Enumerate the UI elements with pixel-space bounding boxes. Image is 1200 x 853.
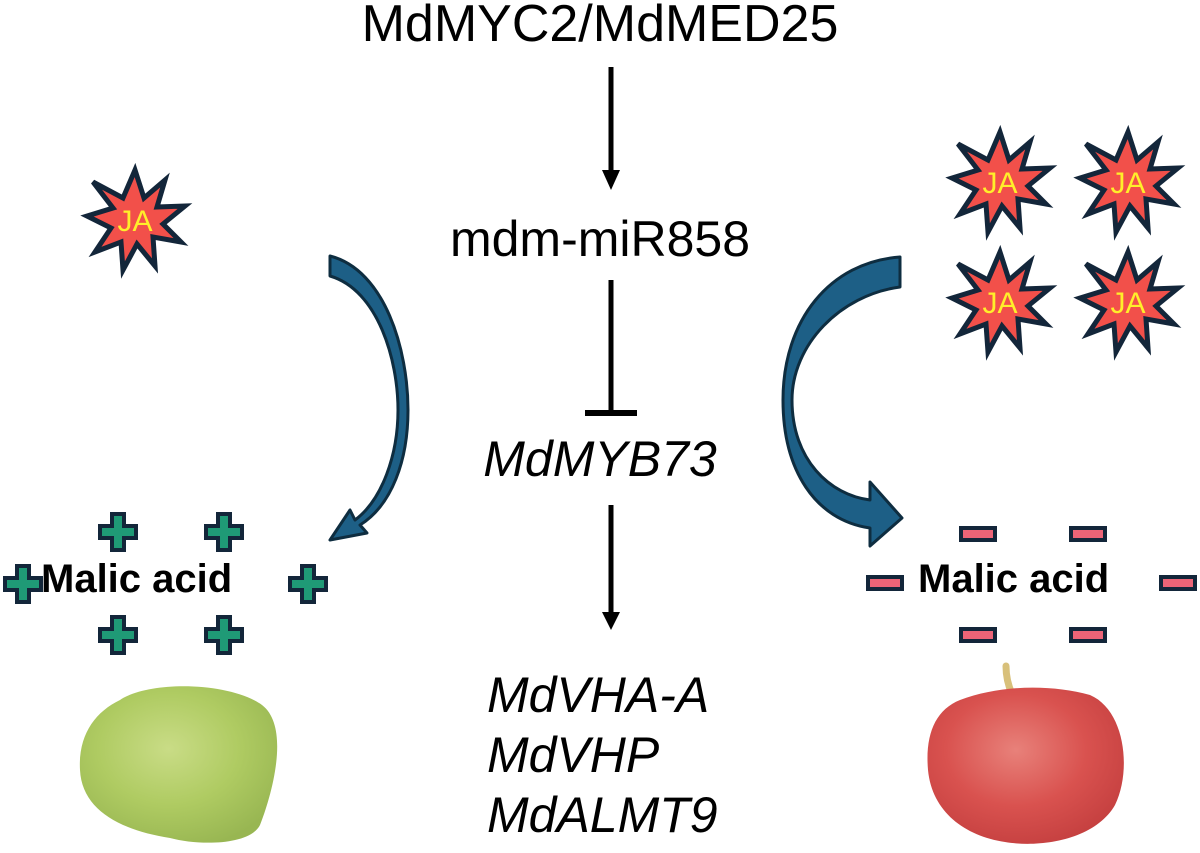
minus-icon xyxy=(1159,575,1197,591)
svg-text:JA: JA xyxy=(1110,167,1145,200)
gene-label: MdALMT9 xyxy=(487,787,718,843)
green-apple-image xyxy=(79,686,278,843)
svg-text:JA: JA xyxy=(982,167,1017,200)
minus-icon xyxy=(959,526,997,542)
curved-arrow-left-icon xyxy=(328,254,410,542)
ja-burst-icon: JA xyxy=(1080,252,1178,352)
malic-acid-increase-label: Malic acid xyxy=(41,557,233,601)
minus-icon xyxy=(959,627,997,643)
svg-text:JA: JA xyxy=(1110,287,1145,320)
minus-icon xyxy=(1069,526,1107,542)
plus-icon xyxy=(98,512,138,552)
minus-icon xyxy=(1069,627,1107,643)
plus-icon xyxy=(204,615,244,655)
gene-label: MdVHA-A xyxy=(487,667,710,723)
regulator-node: MdMYC2/MdMED25 xyxy=(361,0,839,53)
activation-arrow-bottom xyxy=(602,505,620,630)
mirna-node: mdm-miR858 xyxy=(449,211,751,267)
gene-label: MdVHP xyxy=(487,727,660,783)
plus-icon xyxy=(98,615,138,655)
svg-text:JA: JA xyxy=(982,287,1017,320)
downstream-gene-list: MdVHA-A MdVHP MdALMT9 xyxy=(487,665,718,845)
tf-node: MdMYB73 xyxy=(483,431,717,487)
plus-icon xyxy=(3,564,43,604)
minus-icon xyxy=(866,575,904,591)
inhibition-bar xyxy=(585,280,637,416)
malic-acid-decrease-label: Malic acid xyxy=(918,557,1110,601)
activation-arrow-top xyxy=(602,67,620,190)
plus-icon xyxy=(204,512,244,552)
red-apple-image xyxy=(927,662,1124,844)
ja-burst-icon: JA xyxy=(87,170,185,270)
plus-icon xyxy=(288,564,328,604)
ja-label: JA xyxy=(117,205,152,238)
ja-burst-icon: JA xyxy=(952,132,1050,232)
ja-burst-icon: JA xyxy=(952,252,1050,352)
ja-burst-icon: JA xyxy=(1080,132,1178,232)
curved-arrow-right-icon xyxy=(781,255,904,548)
